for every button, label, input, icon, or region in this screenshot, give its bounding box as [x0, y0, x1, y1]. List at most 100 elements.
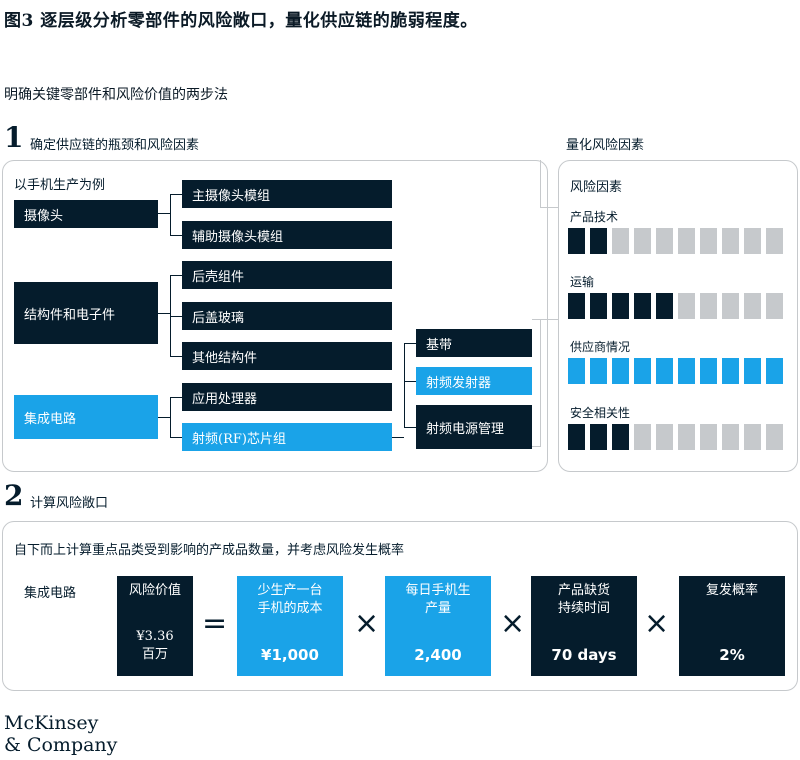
- risk-segment: [678, 424, 695, 450]
- component-label: 射频(RF)芯片组: [192, 431, 286, 447]
- component-label: 后壳组件: [192, 269, 245, 285]
- component-rear-shell: 后壳组件: [182, 261, 392, 289]
- step1-number: 1: [4, 121, 24, 154]
- risk-panel-subheading: 风险因素: [570, 180, 623, 195]
- rf-sub-label: 射频电源管理: [426, 421, 505, 437]
- connector-line: [404, 343, 405, 428]
- connector-line: [170, 356, 182, 357]
- component-main-camera: 主摄像头模组: [182, 180, 392, 208]
- category-camera: 摄像头: [14, 200, 158, 228]
- equals-sign: =: [202, 606, 228, 641]
- risk-factor-label: 安全相关性: [570, 406, 631, 420]
- rf-power-management: 射频电源管理: [416, 405, 532, 449]
- bracket-line: [532, 446, 541, 447]
- connector-line: [158, 313, 170, 314]
- risk-value-amount: ¥3.36 百万: [136, 629, 174, 662]
- connector-line: [158, 417, 170, 418]
- rf-baseband: 基带: [416, 329, 532, 357]
- multiply-sign: ×: [500, 606, 526, 641]
- step2-number: 2: [4, 479, 24, 512]
- risk-panel-heading: 量化风险因素: [566, 138, 645, 153]
- risk-segment: [634, 293, 651, 319]
- risk-segment: [634, 228, 651, 254]
- category-label: 摄像头: [24, 208, 64, 224]
- component-aux-camera: 辅助摄像头模组: [182, 221, 392, 249]
- risk-segment: [568, 293, 585, 319]
- risk-segment: [568, 424, 585, 450]
- category-ic: 集成电路: [14, 395, 158, 439]
- risk-segment: [766, 228, 783, 254]
- factor-value: ¥1,000: [261, 646, 319, 664]
- connector-line: [158, 213, 170, 214]
- factor-value: 2%: [719, 646, 745, 664]
- category-structure: 结构件和电子件: [14, 282, 158, 344]
- connector-line: [170, 316, 182, 317]
- step1-label: 确定供应链的瓶颈和风险因素: [30, 138, 200, 153]
- risk-segment: [656, 293, 673, 319]
- risk-segment: [722, 293, 739, 319]
- risk-segment: [700, 228, 717, 254]
- step2-label: 计算风险敞口: [30, 496, 109, 511]
- bracket-line: [540, 207, 560, 208]
- connector-line: [170, 275, 182, 276]
- risk-segment: [634, 358, 651, 384]
- bracket-line: [532, 319, 560, 320]
- component-label: 后盖玻璃: [192, 310, 245, 326]
- risk-segment: [700, 424, 717, 450]
- component-app-processor: 应用处理器: [182, 383, 392, 411]
- connector-line: [170, 275, 171, 356]
- risk-segment: [568, 228, 585, 254]
- factor-value: 2,400: [414, 646, 462, 664]
- risk-segment: [678, 358, 695, 384]
- figure-subtitle: 明确关键零部件和风险价值的两步法: [4, 87, 228, 103]
- risk-segment: [678, 293, 695, 319]
- logo-line-1: McKinsey: [4, 712, 99, 734]
- component-label: 主摄像头模组: [192, 188, 271, 204]
- component-rf-chipset: 射频(RF)芯片组: [182, 423, 392, 451]
- risk-segment: [722, 358, 739, 384]
- connector-line: [170, 194, 171, 235]
- figure-title: 图3 逐层级分析零部件的风险敞口，量化供应链的脆弱程度。: [4, 11, 478, 31]
- factor-box: 复发概率 2%: [679, 576, 785, 676]
- factor-label: 产品缺货 持续时间: [557, 583, 610, 616]
- risk-segment: [590, 228, 607, 254]
- factor-box: 每日手机生 产量 2,400: [385, 576, 491, 676]
- risk-factor-bar: [568, 293, 790, 319]
- connector-line: [170, 397, 171, 438]
- multiply-sign: ×: [354, 606, 380, 641]
- risk-segment: [744, 424, 761, 450]
- risk-segment: [612, 424, 629, 450]
- risk-segment: [722, 228, 739, 254]
- connector-line: [170, 437, 182, 438]
- connector-line: [404, 381, 416, 382]
- multiply-sign: ×: [644, 606, 670, 641]
- risk-factor-label: 运输: [570, 275, 595, 289]
- risk-factor-label: 产品技术: [570, 210, 619, 224]
- risk-segment: [656, 228, 673, 254]
- risk-factor-label: 供应商情况: [570, 340, 631, 354]
- logo-line-2: & Company: [4, 734, 118, 756]
- rf-transmitter: 射频发射器: [416, 367, 532, 395]
- risk-segment: [634, 424, 651, 450]
- risk-segment: [744, 228, 761, 254]
- risk-segment: [568, 358, 585, 384]
- risk-segment: [612, 293, 629, 319]
- factor-label: 复发概率: [705, 583, 758, 598]
- risk-value-label: 风险价值: [128, 583, 181, 598]
- risk-factor-bar: [568, 228, 790, 254]
- risk-value-box: 风险价值 ¥3.36 百万: [117, 576, 193, 676]
- factor-label: 每日手机生 产量: [405, 583, 471, 616]
- factor-value: 70 days: [551, 646, 617, 664]
- connector-line: [170, 235, 182, 236]
- component-back-glass: 后盖玻璃: [182, 302, 392, 330]
- risk-segment: [744, 358, 761, 384]
- risk-segment: [612, 358, 629, 384]
- bracket-line: [540, 319, 541, 447]
- risk-segment: [766, 358, 783, 384]
- risk-segment: [700, 358, 717, 384]
- mckinsey-logo: McKinsey & Company: [4, 712, 117, 756]
- risk-segment: [656, 424, 673, 450]
- component-label: 其他结构件: [192, 350, 258, 366]
- category-label: 集成电路: [24, 411, 77, 427]
- risk-factor-bar: [568, 424, 790, 450]
